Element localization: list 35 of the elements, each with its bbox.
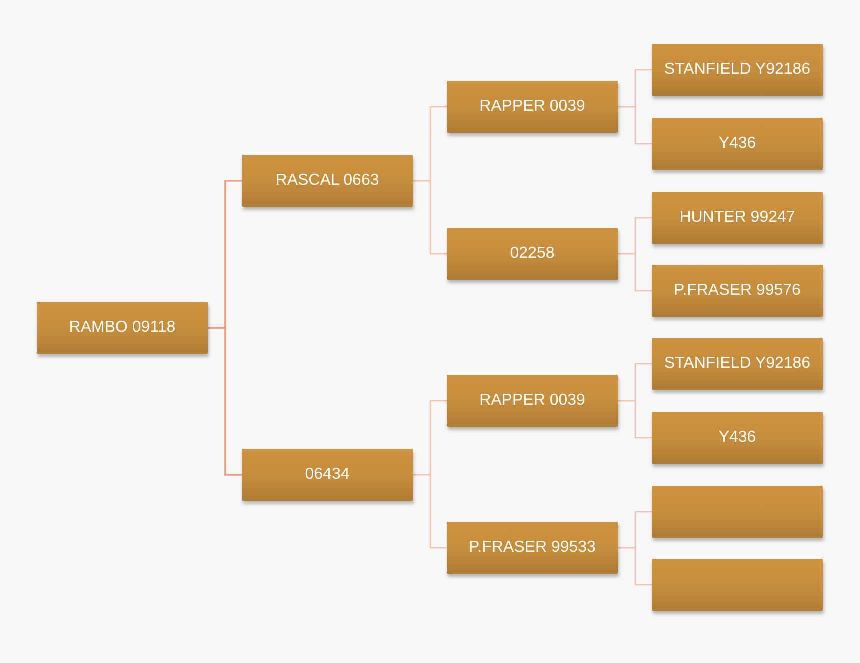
pedigree-box bbox=[652, 265, 823, 317]
name-label: P.FRASER 99533 bbox=[469, 538, 596, 558]
empty-pedigree-box bbox=[652, 486, 823, 538]
name-label: Y436 bbox=[718, 428, 756, 448]
name-label: STANFIELD Y92186 bbox=[664, 354, 811, 374]
name-label: 02258 bbox=[510, 244, 555, 264]
name-label: Y436 bbox=[718, 134, 756, 154]
name-label: RAMBO 09118 bbox=[69, 318, 176, 338]
connector-line bbox=[618, 400, 652, 439]
pedigree-box bbox=[652, 118, 823, 170]
pedigree-box bbox=[242, 155, 413, 207]
name-label: 06434 bbox=[305, 466, 350, 484]
connector-line bbox=[208, 327, 242, 476]
connector-line bbox=[413, 180, 447, 255]
connector-line bbox=[413, 474, 447, 549]
name-label: HUNTER 99247 bbox=[680, 208, 796, 228]
name-label: RASCAL 0663 bbox=[276, 172, 380, 190]
connector-line bbox=[618, 547, 652, 586]
pedigree-box bbox=[447, 228, 618, 280]
name-label: RAPPER 0039 bbox=[480, 98, 586, 116]
pedigree-box bbox=[447, 81, 618, 133]
name-label: RAPPER 0039 bbox=[480, 392, 586, 410]
name-label: STANFIELD Y92186 bbox=[664, 60, 811, 80]
pedigree-box bbox=[242, 449, 413, 501]
connector-line bbox=[618, 106, 652, 145]
pedigree-box bbox=[652, 338, 823, 390]
empty-pedigree-box bbox=[652, 559, 823, 611]
pedigree-box bbox=[447, 522, 618, 574]
pedigree-box bbox=[652, 44, 823, 96]
pedigree-box bbox=[447, 375, 618, 427]
name-label: P.FRASER 99576 bbox=[674, 282, 801, 300]
pedigree-box bbox=[652, 192, 823, 244]
pedigree-box bbox=[37, 302, 208, 354]
connector-line bbox=[618, 253, 652, 292]
pedigree-box bbox=[652, 412, 823, 464]
